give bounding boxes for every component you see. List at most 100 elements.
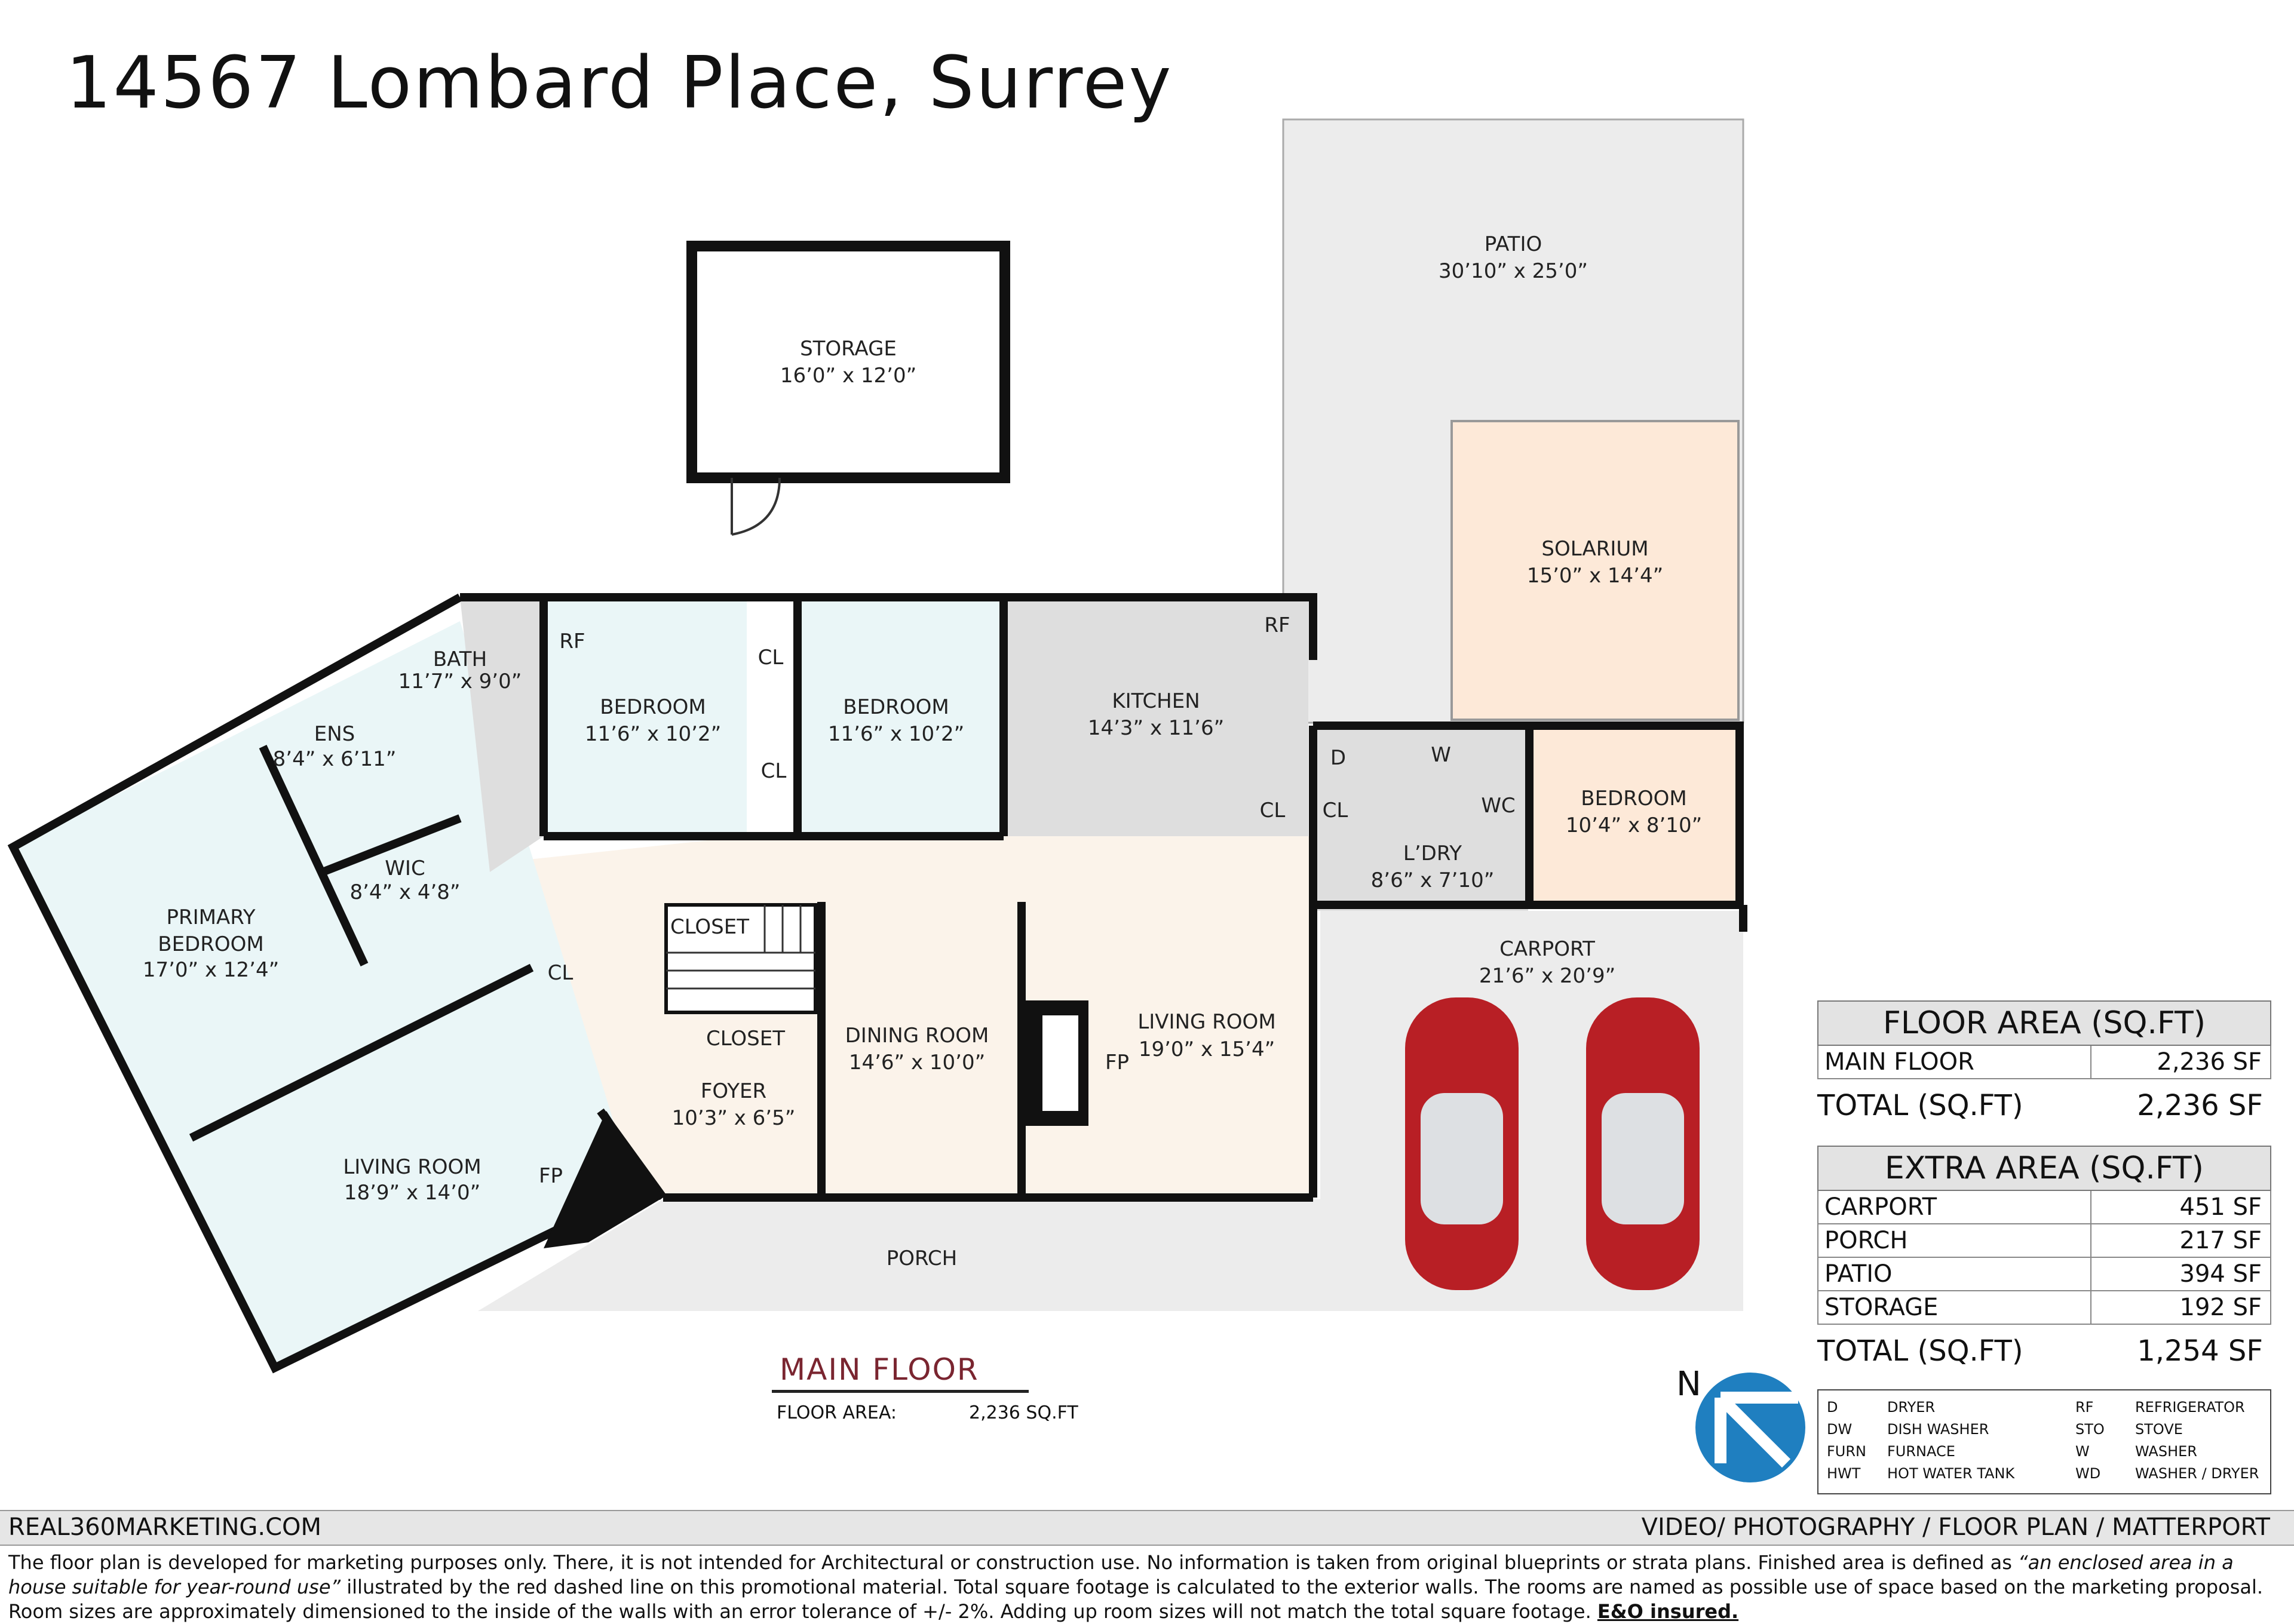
dining-name: DINING ROOM	[845, 1024, 989, 1048]
d-label: D	[1330, 746, 1346, 770]
legend-code: STO	[2075, 1421, 2105, 1438]
primary-living-divider	[189, 963, 534, 1142]
eo-insured: E&O insured.	[1597, 1600, 1739, 1623]
left-wing-outer	[7, 593, 558, 1374]
laundry-name: L’DRY	[1403, 842, 1462, 865]
w-label: W	[1431, 743, 1451, 767]
bedroom1-fill	[544, 600, 747, 836]
primary-dims: 17’0” x 12’4”	[143, 958, 279, 982]
wic-name: WIC	[385, 856, 425, 880]
legend-code: HWT	[1827, 1465, 1861, 1482]
floor-area-total: TOTAL (SQ.FT) 2,236 SF	[1817, 1079, 2271, 1132]
ens-wall	[259, 745, 369, 966]
disclaimer-part1: The floor plan is developed for marketin…	[8, 1551, 2019, 1574]
living-left-name: LIVING ROOM	[343, 1155, 481, 1179]
table-row: STORAGE 192 SF	[1817, 1291, 2271, 1325]
legend-desc: STOVE	[2135, 1421, 2183, 1438]
legend-desc: REFRIGERATOR	[2135, 1399, 2245, 1416]
bedroom2-fill	[798, 600, 1001, 836]
bedroom2-name: BEDROOM	[843, 695, 949, 719]
laundry-dims: 8’6” x 7’10”	[1371, 868, 1495, 892]
floor-area-heading: FLOOR AREA (SQ.FT)	[1817, 1000, 2271, 1046]
car-left	[1405, 997, 1519, 1290]
wc-label: WC	[1481, 794, 1515, 818]
legend-code: DW	[1827, 1421, 1853, 1438]
storage-room	[686, 241, 1010, 483]
wic-wall	[321, 814, 462, 876]
closet-label-1: CLOSET	[670, 915, 749, 939]
extra-area-table: EXTRA AREA (SQ.FT) CARPORT 451 SF PORCH …	[1817, 1146, 2271, 1377]
bath-dims: 11’7” x 9’0”	[398, 670, 522, 693]
floor-plan: STORAGE 16’0” x 12’0” PATIO 30’10” x 25’…	[7, 118, 1805, 1482]
row-name: PORCH	[1818, 1224, 2091, 1257]
solarium-room	[1450, 420, 1740, 721]
ens-dims: 8’4” x 6’11”	[273, 747, 397, 771]
floor-area-table: FLOOR AREA (SQ.FT) MAIN FLOOR 2,236 SF T…	[1817, 1000, 2271, 1132]
row-name: MAIN FLOOR	[1818, 1046, 2091, 1078]
page-title: 14567 Lombard Place, Surrey	[66, 42, 1173, 125]
bath-fill	[460, 597, 544, 872]
bedroom1-name: BEDROOM	[600, 695, 706, 719]
bedroom3-dims: 10’4” x 8’10”	[1566, 813, 1702, 837]
disclaimer: The floor plan is developed for marketin…	[8, 1551, 2286, 1624]
carport-dims: 21’6” x 20’9”	[1479, 964, 1615, 988]
patio-dims: 30’10” x 25’0”	[1439, 259, 1588, 283]
legend-code: RF	[2075, 1399, 2094, 1416]
living-mid-name: LIVING ROOM	[1137, 1010, 1275, 1034]
total-value: 2,236 SF	[2137, 1089, 2263, 1122]
legend-desc: WASHER / DRYER	[2135, 1465, 2259, 1482]
footer-services: VIDEO/ PHOTOGRAPHY / FLOOR PLAN / MATTER…	[1641, 1514, 2270, 1541]
disclaimer-part2: illustrated by the red dashed line on th…	[8, 1576, 2264, 1623]
primary-name-1: PRIMARY	[167, 905, 256, 929]
legend-desc: DISH WASHER	[1887, 1421, 1989, 1438]
carport-name: CARPORT	[1499, 937, 1595, 961]
north-label: N	[1676, 1365, 1701, 1404]
living-left-dims: 18’9” x 14’0”	[344, 1181, 480, 1205]
storage-name: STORAGE	[800, 337, 897, 361]
main-floor-area-value: 2,236 SQ.FT	[969, 1402, 1078, 1423]
cl-label-2: CL	[761, 759, 787, 783]
closet-label-2: CLOSET	[706, 1027, 785, 1051]
table-row: PATIO 394 SF	[1817, 1258, 2271, 1291]
bedroom2-dims: 11’6” x 10’2”	[828, 722, 964, 746]
cl-label-4: CL	[1323, 799, 1348, 822]
bath-name: BATH	[433, 647, 487, 671]
foyer-dims: 10’3” x 6’5”	[672, 1106, 796, 1130]
table-row: CARPORT 451 SF	[1817, 1191, 2271, 1224]
primary-name-2: BEDROOM	[158, 932, 263, 956]
cl-label-1: CL	[758, 646, 784, 670]
table-row: PORCH 217 SF	[1817, 1224, 2271, 1258]
legend-code: FURN	[1827, 1443, 1866, 1460]
patio-name: PATIO	[1485, 232, 1542, 256]
foyer-stairs	[664, 903, 817, 1014]
dining-dims: 14’6” x 10’0”	[849, 1051, 985, 1075]
row-value: 451 SF	[2179, 1193, 2262, 1221]
storage-door	[731, 477, 781, 536]
fireplace-left-box	[544, 1111, 663, 1248]
laundry-fill	[1313, 726, 1528, 911]
fp-label-2: FP	[1105, 1051, 1129, 1075]
legend-code: D	[1827, 1399, 1838, 1416]
disclaimer-quote: “an enclosed area in a house suitable fo…	[8, 1551, 2234, 1598]
porch-name: PORCH	[887, 1247, 958, 1270]
bedroom3-fill	[1529, 726, 1740, 905]
total-label: TOTAL (SQ.FT)	[1817, 1334, 2023, 1368]
row-name: CARPORT	[1818, 1191, 2091, 1223]
legend-code: W	[2075, 1443, 2090, 1460]
bedroom3-name: BEDROOM	[1581, 787, 1686, 811]
fp-label-1: FP	[539, 1164, 563, 1188]
row-value: 192 SF	[2179, 1294, 2262, 1321]
porch-area	[478, 1199, 1320, 1311]
abbreviation-legend: D DRYER DW DISH WASHER FURN FURNACE HWT …	[1817, 1389, 2271, 1494]
main-floor-underline	[772, 1390, 1029, 1393]
main-floor-title: MAIN FLOOR	[780, 1352, 979, 1387]
fireplace-mid-inner	[1042, 1015, 1078, 1111]
foyer-name: FOYER	[701, 1079, 766, 1103]
legend-code: WD	[2075, 1465, 2101, 1482]
row-name: STORAGE	[1818, 1291, 2091, 1324]
legend-desc: DRYER	[1887, 1399, 1936, 1416]
cl-label-5: CL	[548, 961, 574, 985]
cl-label-3: CL	[1260, 799, 1286, 822]
main-floor-area-label: FLOOR AREA:	[777, 1402, 897, 1423]
total-label: TOTAL (SQ.FT)	[1817, 1089, 2023, 1122]
